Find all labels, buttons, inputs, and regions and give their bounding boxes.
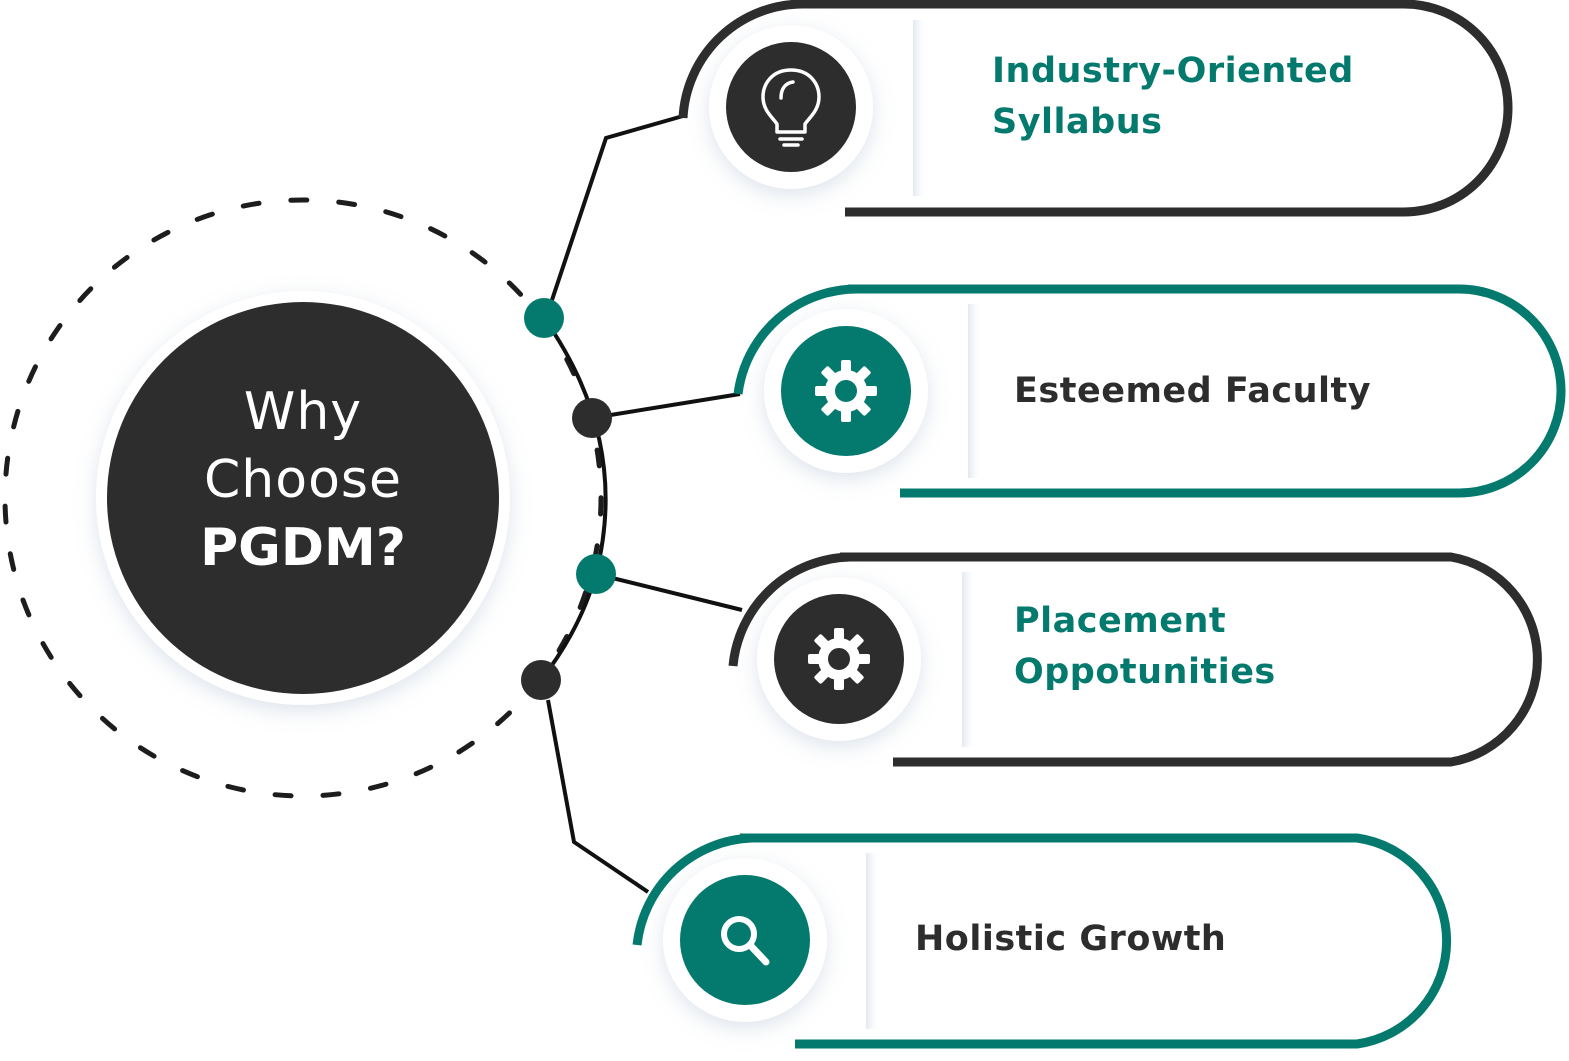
connector-line-3 — [595, 572, 743, 612]
card-2-icon-disc — [781, 326, 911, 456]
card-2-label: Esteemed Faculty — [1014, 366, 1371, 417]
hub-circle — [107, 302, 499, 694]
card-4-label: Holistic Growth — [915, 914, 1226, 965]
card-3-label: Placement Oppotunities — [1014, 596, 1276, 698]
card-2-label-line-1: Esteemed Faculty — [1014, 371, 1372, 411]
card-3-left-arc — [728, 552, 851, 667]
connector-line-4 — [546, 699, 650, 894]
card-1-border — [792, 0, 1513, 217]
card-4-label-line-1: Holistic Growth — [915, 919, 1227, 959]
gear-icon — [815, 360, 877, 422]
card-3-label-line-2: Oppotunities — [1014, 652, 1276, 692]
hub-title: Why Choose PGDM? — [108, 378, 498, 582]
connector-arc — [539, 316, 608, 682]
card-1-label-line-1: Industry-Oriented — [992, 51, 1354, 91]
card-4-border — [740, 833, 1452, 1049]
card-1-label-line-2: Syllabus — [992, 102, 1163, 142]
card-4-left-arc — [632, 833, 753, 946]
connector-dot-1 — [524, 298, 564, 338]
card-4-icon-disc — [680, 875, 810, 1005]
hub-line-pgdm: PGDM? — [200, 518, 406, 578]
connector-line-1 — [550, 114, 684, 301]
card-1-label: Industry-Oriented Syllabus — [992, 46, 1354, 148]
card-3-border — [840, 552, 1542, 767]
connector-dot-4 — [521, 660, 561, 700]
card-3-label-line-1: Placement — [1014, 601, 1227, 641]
hub-line-why: Why — [243, 382, 363, 442]
gear-icon — [808, 628, 870, 690]
card-placement-opportunities — [728, 552, 1542, 767]
lightbulb-icon — [761, 68, 821, 147]
card-1-left-arc — [678, 0, 805, 119]
card-holistic-growth — [632, 833, 1452, 1049]
card-2-border — [848, 284, 1566, 498]
connector-dot-2 — [572, 398, 612, 438]
dashed-orbit-ring — [2, 197, 604, 799]
card-3-icon-disc — [774, 594, 904, 724]
card-industry-oriented-syllabus — [678, 0, 1513, 217]
card-2-left-arc — [733, 284, 859, 395]
search-icon — [721, 916, 770, 966]
card-esteemed-faculty — [733, 284, 1566, 498]
connector-line-2 — [591, 392, 741, 420]
card-1-icon-disc — [726, 42, 856, 172]
hub-line-choose: Choose — [204, 450, 402, 510]
connector-dot-3 — [576, 554, 616, 594]
